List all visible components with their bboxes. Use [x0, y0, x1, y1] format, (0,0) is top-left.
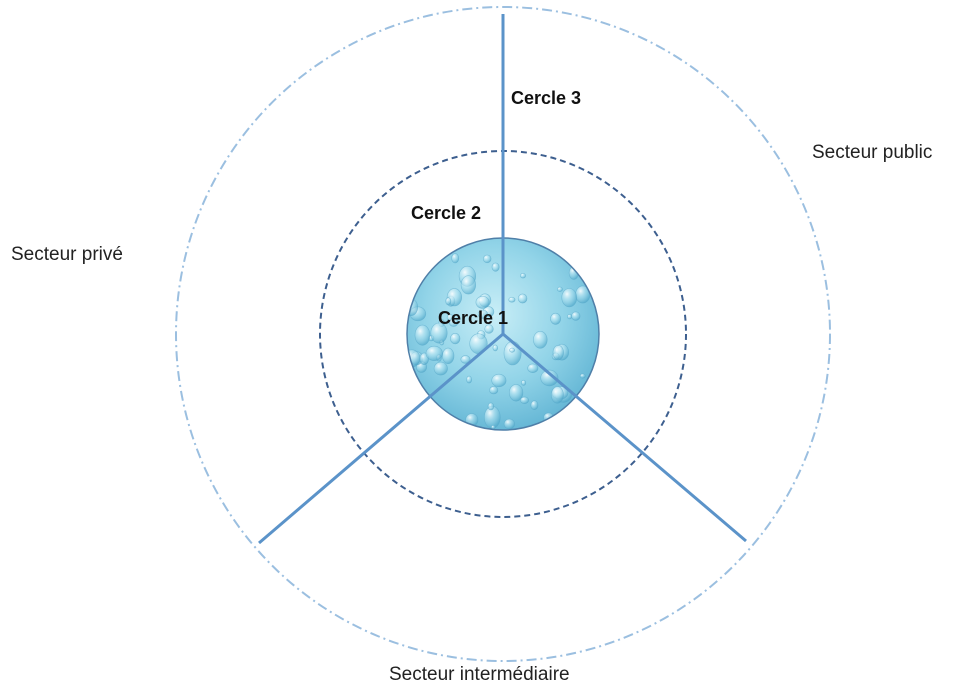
water-drops-texture: [407, 253, 591, 430]
water-drop: [557, 286, 563, 292]
water-drop: [561, 288, 578, 308]
water-drop: [491, 262, 500, 272]
water-drop: [450, 333, 461, 345]
label-cercle-3: Cercle 3: [511, 88, 581, 108]
water-drop: [521, 379, 527, 386]
water-drop: [487, 402, 495, 411]
water-drop: [571, 311, 581, 321]
spoke-bottom-left: [258, 332, 504, 545]
label-cercle-1: Cercle 1: [438, 308, 508, 328]
water-drop: [425, 345, 443, 361]
water-drop: [540, 369, 559, 387]
water-drop: [527, 363, 539, 373]
water-drop: [460, 355, 471, 364]
water-drop: [519, 396, 529, 404]
water-drop: [448, 317, 459, 327]
label-secteur-public: Secteur public: [812, 142, 932, 163]
water-drop: [484, 324, 494, 334]
water-drop: [509, 347, 515, 353]
water-drop: [414, 324, 431, 346]
water-drop: [508, 296, 516, 303]
water-drop: [552, 345, 564, 361]
water-drop: [503, 341, 522, 366]
water-drop: [430, 322, 448, 344]
water-drop: [492, 344, 498, 352]
outer-circle: [175, 6, 831, 662]
water-drop: [533, 330, 548, 349]
water-drop: [466, 375, 472, 384]
water-drop: [551, 386, 564, 404]
water-drop: [503, 418, 516, 430]
water-drop: [520, 273, 526, 279]
water-drop: [550, 312, 561, 325]
water-drop: [433, 361, 448, 376]
water-drop: [477, 309, 489, 319]
water-drop: [483, 254, 492, 264]
water-drop: [460, 275, 477, 295]
spoke-bottom-right: [502, 332, 747, 543]
label-secteur-intermediaire: Secteur intermédiaire: [389, 664, 570, 685]
water-drop: [489, 386, 499, 395]
label-cercle-2: Cercle 2: [411, 203, 481, 223]
label-secteur-prive: Secteur privé: [11, 244, 123, 265]
water-drop: [445, 297, 452, 306]
water-drop: [451, 253, 460, 264]
water-drop: [475, 295, 490, 309]
water-drop: [567, 314, 573, 320]
water-drop: [508, 384, 524, 402]
water-drop: [530, 400, 539, 411]
water-drop: [517, 293, 528, 304]
water-drop: [491, 373, 507, 388]
water-drop: [442, 347, 455, 365]
water-drop: [579, 373, 586, 379]
